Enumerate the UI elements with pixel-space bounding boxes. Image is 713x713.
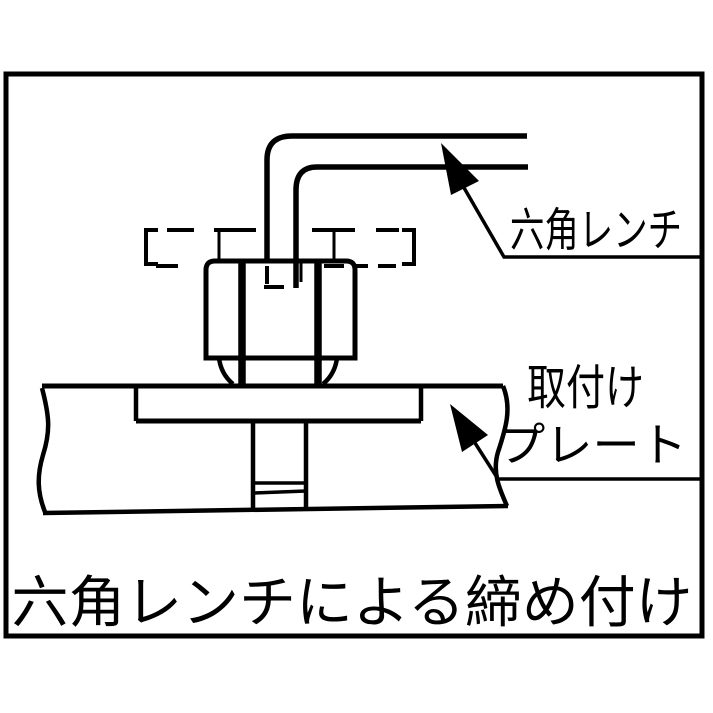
wrench-outer-edge [264,133,527,261]
socket-bolt [203,258,358,508]
base-break-edge-right [493,385,510,507]
bolt-shank-end-lines [252,481,307,495]
wrench-leader-line [461,185,702,259]
wrench-label: 六角レンチ [510,204,682,256]
bolt-neck-fillet-right [321,357,340,386]
hex-wrench [264,133,528,289]
plate-callout: 取付け プレート [450,362,702,481]
bolt-neck-fillet-left [216,357,235,386]
plate-leader-line [466,431,702,481]
plate-label-line2: プレート [498,419,687,471]
bolt-shank [250,421,309,508]
base-bottom-edge [42,503,509,516]
plate-label-line1: 取付け [527,362,644,415]
wrench-arrowhead-icon [441,143,479,195]
phantom-bracket-right [402,228,416,266]
wrench-inner-edge [293,164,528,288]
phantom-outline [144,228,416,268]
phantom-bracket-left [144,228,158,266]
frame-border [3,71,705,639]
wrench-hidden-tip-dashes [264,263,303,289]
bolt-head-outline [203,258,358,361]
plate-arrowhead-icon [450,404,488,452]
base-and-plate [36,383,510,516]
caption-title: 六角レンチによる締め付け [12,571,693,634]
wrench-callout: 六角レンチ [441,143,702,259]
centerline-ticks [217,231,336,261]
base-break-edge-left [36,387,51,513]
